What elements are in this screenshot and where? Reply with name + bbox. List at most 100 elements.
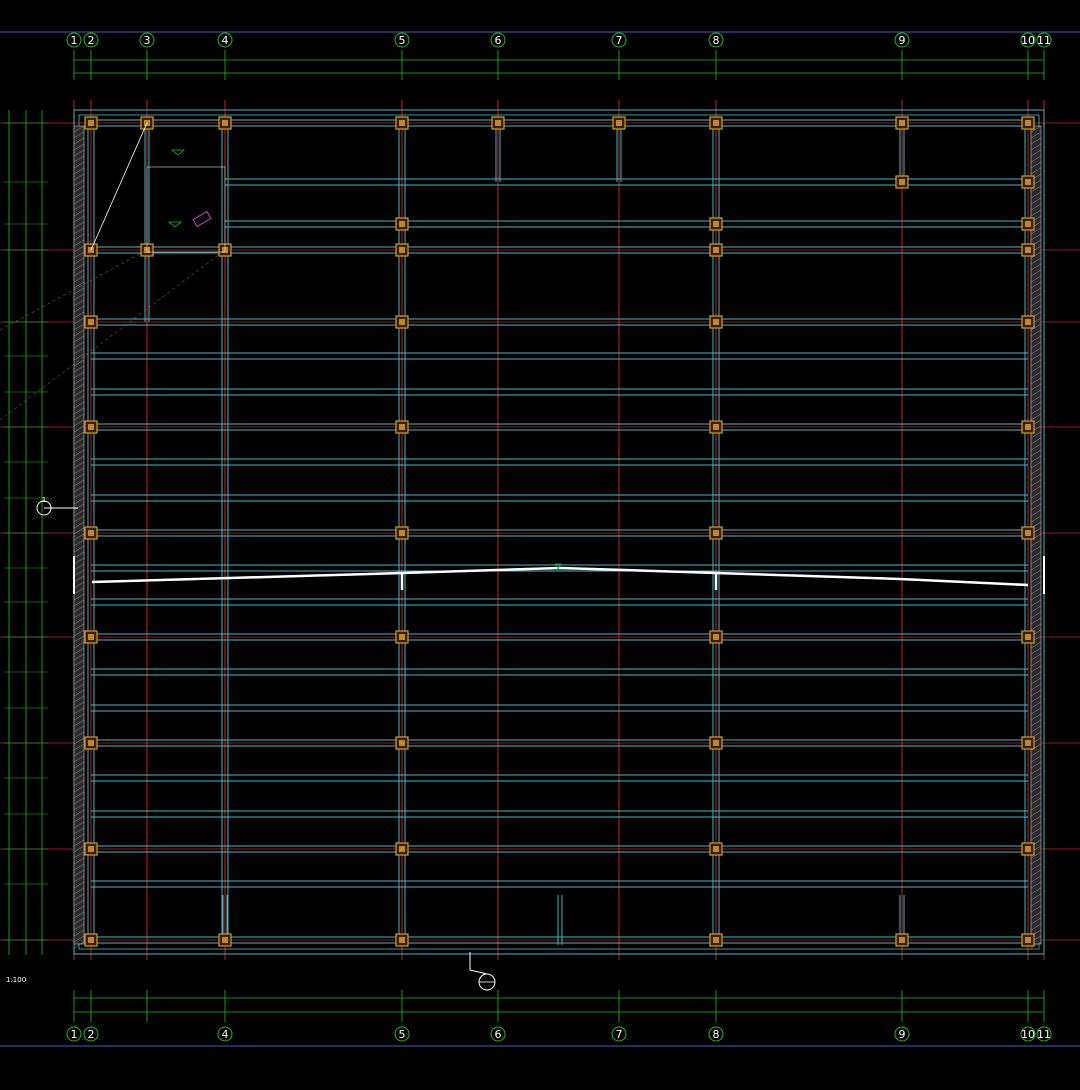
column-core-46	[899, 179, 905, 185]
axis-bubble-top-6	[490, 32, 506, 48]
wall-hatch-1	[1030, 539, 1042, 547]
wall-hatch-1	[1030, 773, 1042, 781]
wall-hatch-0	[73, 647, 85, 655]
wall-hatch-1	[1030, 905, 1042, 913]
wall-hatch-0	[73, 191, 85, 199]
column-core-43	[399, 221, 405, 227]
wall-hatch-1	[1030, 857, 1042, 865]
wall-hatch-1	[1030, 461, 1042, 469]
wall-hatch-0	[73, 125, 85, 133]
wall-hatch-1	[1030, 587, 1042, 595]
wall-hatch-0	[73, 545, 85, 553]
wall-hatch-1	[1030, 671, 1042, 679]
wall-hatch-0	[73, 221, 85, 229]
dashed-guide-1	[0, 249, 226, 421]
wall-hatch-0	[73, 617, 85, 625]
wall-hatch-1	[1030, 713, 1042, 721]
column-core-12	[88, 424, 94, 430]
wall-hatch-1	[1030, 569, 1042, 577]
wall-hatch-1	[1030, 923, 1042, 931]
wall-hatch-0	[73, 461, 85, 469]
side-wall-0	[73, 125, 85, 945]
axis-label-bottom-7: 7	[616, 1028, 623, 1041]
wall-hatch-1	[1030, 719, 1042, 727]
wall-hatch-0	[73, 905, 85, 913]
wall-hatch-0	[73, 167, 85, 175]
wall-hatch-1	[1030, 881, 1042, 889]
wall-hatch-0	[73, 539, 85, 547]
wall-hatch-1	[1030, 647, 1042, 655]
dashed-guide-2	[0, 249, 148, 331]
wall-hatch-1	[1030, 941, 1042, 949]
level-mark-1	[167, 221, 183, 228]
axis-bubble-bottom-8	[708, 1026, 724, 1042]
column-core-6	[713, 247, 719, 253]
ridge-line	[91, 566, 1029, 587]
wall-hatch-1	[1030, 209, 1042, 217]
column-core-18	[713, 530, 719, 536]
column-core-35	[1025, 937, 1031, 943]
wall-hatch-1	[1030, 251, 1042, 259]
wall-hatch-0	[73, 641, 85, 649]
axis-bubble-bottom-10	[1020, 1026, 1036, 1042]
wall-hatch-0	[73, 821, 85, 829]
section-marker-left	[36, 500, 78, 516]
elevation-mark	[554, 563, 562, 570]
axis-bubble-bottom-9	[894, 1026, 910, 1042]
wall-hatch-0	[73, 803, 85, 811]
column-core-11	[1025, 319, 1031, 325]
wall-hatch-0	[73, 383, 85, 391]
wall-hatch-0	[73, 767, 85, 775]
column-core-44	[713, 221, 719, 227]
wall-hatch-0	[73, 893, 85, 901]
wall-hatch-0	[73, 371, 85, 379]
column-core-10	[713, 319, 719, 325]
wall-hatch-0	[73, 521, 85, 529]
wall-hatch-0	[73, 599, 85, 607]
wall-hatch-1	[1030, 269, 1042, 277]
wall-hatch-1	[1030, 371, 1042, 379]
column-core-32	[88, 937, 94, 943]
wall-hatch-0	[73, 419, 85, 427]
wall-hatch-0	[73, 815, 85, 823]
wall-hatch-1	[1030, 917, 1042, 925]
column-core-20	[88, 634, 94, 640]
wall-hatch-0	[73, 899, 85, 907]
section-bubble-label: 1	[42, 496, 46, 504]
wall-hatch-1	[1030, 515, 1042, 523]
wall-hatch-0	[73, 365, 85, 373]
axis-label-bottom-1: 1	[71, 1028, 78, 1041]
wall-hatch-0	[73, 401, 85, 409]
wall-hatch-0	[73, 197, 85, 205]
wall-hatch-1	[1030, 911, 1042, 919]
column-core-24	[88, 740, 94, 746]
wall-hatch-0	[73, 701, 85, 709]
wall-hatch-1	[1030, 899, 1042, 907]
wall-hatch-1	[1030, 815, 1042, 823]
wall-hatch-0	[73, 773, 85, 781]
wall-hatch-1	[1030, 791, 1042, 799]
axis-bubble-bottom-6	[490, 1026, 506, 1042]
wall-hatch-0	[73, 791, 85, 799]
wall-hatch-0	[73, 677, 85, 685]
wall-hatch-0	[73, 515, 85, 523]
wall-hatch-0	[73, 683, 85, 691]
column-core-25	[399, 740, 405, 746]
wall-hatch-1	[1030, 467, 1042, 475]
wall-hatch-0	[73, 671, 85, 679]
wall-hatch-0	[73, 581, 85, 589]
wall-hatch-0	[73, 659, 85, 667]
wall-hatch-0	[73, 335, 85, 343]
wall-hatch-1	[1030, 323, 1042, 331]
wall-hatch-1	[1030, 593, 1042, 601]
wall-hatch-1	[1030, 137, 1042, 145]
wall-hatch-0	[73, 455, 85, 463]
wall-hatch-1	[1030, 233, 1042, 241]
dimension-lines	[4, 50, 1045, 1022]
axis-label-top-5: 5	[399, 34, 406, 47]
wall-hatch-1	[1030, 329, 1042, 337]
wall-hatch-0	[73, 863, 85, 871]
wall-hatch-0	[73, 725, 85, 733]
wall-hatch-1	[1030, 335, 1042, 343]
wall-hatch-0	[73, 623, 85, 631]
